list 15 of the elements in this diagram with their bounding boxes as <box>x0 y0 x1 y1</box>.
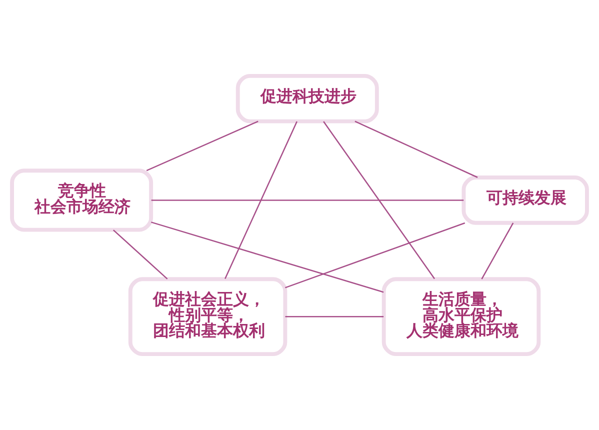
connector <box>224 121 298 279</box>
connector <box>354 120 478 178</box>
connector <box>151 200 464 201</box>
connector <box>323 121 436 280</box>
connector <box>481 222 514 280</box>
connector <box>151 222 384 293</box>
connector <box>146 120 258 172</box>
node-box: 促进社会正义，性别平等，团结和基本权利 <box>128 277 288 356</box>
node-box: 可持续发展 <box>462 176 589 225</box>
connector <box>112 230 168 280</box>
node-box: 促进科技进步 <box>236 74 379 124</box>
node-box: 竞争性社会市场经济 <box>10 168 154 232</box>
connector <box>285 222 466 288</box>
connector <box>285 316 384 318</box>
node-box: 生活质量，高水平保护人类健康和环境 <box>382 277 541 356</box>
